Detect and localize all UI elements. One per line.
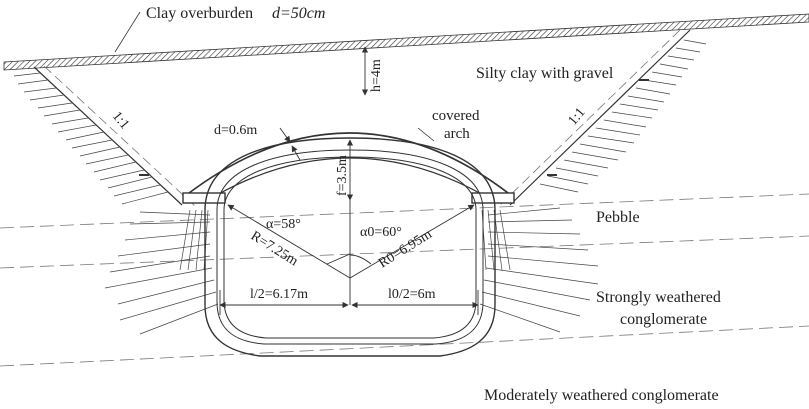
- dim-R: R=7.25m: [248, 229, 301, 270]
- dim-alpha0: α0=60°: [360, 225, 402, 240]
- strongly-weathered-label-line1: Strongly weathered: [596, 289, 721, 306]
- covered-arch-label-line2: arch: [444, 126, 470, 142]
- dim-alpha: α=58°: [266, 217, 301, 232]
- left-slope: [13, 65, 197, 208]
- dim-h: h=4m: [369, 59, 384, 92]
- covered-arch-leader: [417, 127, 435, 142]
- dim-f: f=3.5m: [335, 155, 350, 196]
- dim-l-half: l/2=6.17m: [250, 287, 308, 302]
- clay-overburden-thickness: d=50cm: [272, 5, 325, 22]
- ground-surface: [3, 13, 809, 71]
- covered-arch-label-line1: covered: [432, 108, 480, 124]
- strongly-weathered-label-line2: conglomerate: [620, 311, 707, 328]
- stratum-boundaries: [0, 193, 809, 367]
- dim-d: d=0.6m: [214, 123, 257, 138]
- silty-clay-label: Silty clay with gravel: [476, 65, 614, 82]
- right-slope: [497, 29, 707, 208]
- tunnel-lining: [204, 137, 496, 357]
- slope-ratio-right: 1:1: [566, 105, 589, 128]
- moderately-weathered-label: Moderately weathered conglomerate: [484, 387, 719, 404]
- clay-overburden-leader: [114, 11, 141, 53]
- dimension-lines: [219, 46, 479, 315]
- pebble-label: Pebble: [596, 209, 640, 226]
- rock-bolts: [104, 207, 599, 335]
- clay-overburden-label: Clay overburden: [146, 5, 253, 22]
- dim-l0-half: l0/2=6m: [388, 287, 436, 302]
- slope-ratio-left: 1:1: [109, 109, 132, 132]
